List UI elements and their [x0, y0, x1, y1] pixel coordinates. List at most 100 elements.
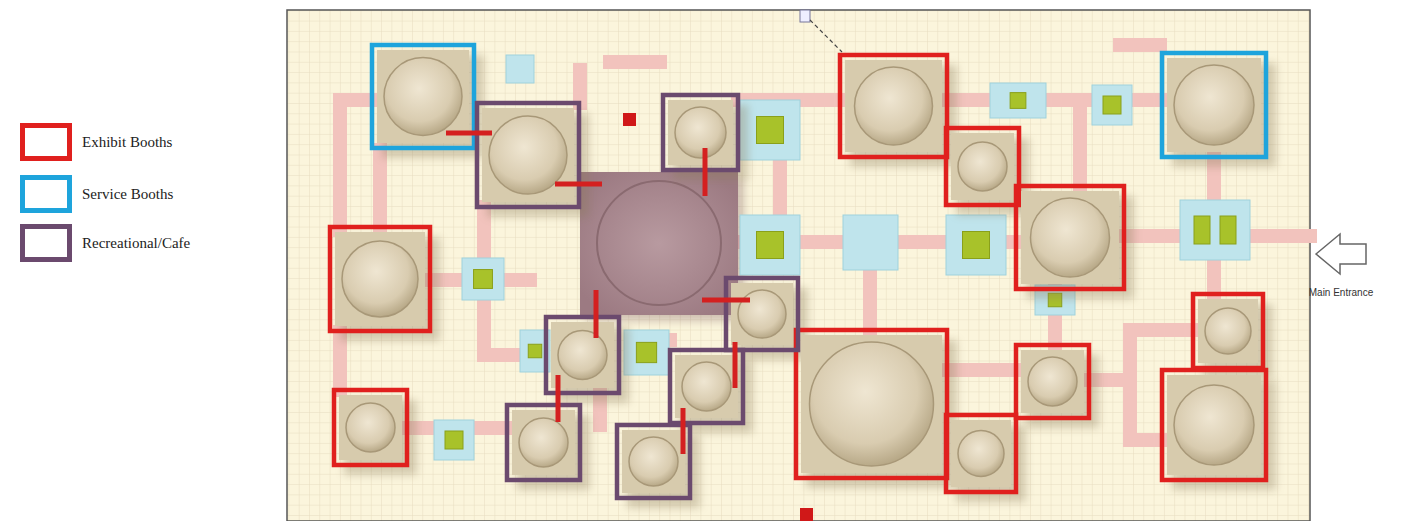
booth-outline [796, 330, 947, 478]
walkway [333, 100, 347, 230]
booth-dome [738, 290, 786, 338]
booth-outline [663, 95, 738, 170]
booth-dome [1031, 198, 1110, 277]
booth-outline [1016, 186, 1124, 289]
booth-base [1167, 58, 1261, 152]
booth-base [845, 60, 942, 152]
legend-text: Recreational/Cafe [82, 235, 190, 252]
booth-outline [1162, 370, 1266, 480]
leader [810, 20, 842, 52]
service-kiosk [624, 330, 669, 375]
service-kiosk [462, 258, 504, 300]
entrance-label: Main Entrance [1309, 287, 1373, 298]
central-plaza [580, 172, 738, 315]
floor [287, 10, 1310, 521]
service-kiosk [740, 100, 800, 160]
booth-dome [958, 431, 1004, 477]
booth-dome [810, 342, 934, 466]
kiosk-counter [963, 232, 990, 259]
door-bar [594, 290, 599, 338]
door-bar [446, 131, 492, 136]
booth-base [1021, 191, 1119, 284]
service-kiosk [1092, 85, 1132, 125]
kiosk-counter [1010, 93, 1026, 109]
service-kiosk [843, 215, 898, 270]
service-kiosk [1180, 200, 1250, 260]
legend-swatch [20, 175, 72, 213]
walkway [1130, 323, 1193, 337]
door-bar [681, 408, 686, 454]
booth-dome [1205, 308, 1251, 354]
walkway [1073, 100, 1087, 186]
kiosk-counter [528, 344, 542, 358]
booth-dome [682, 362, 731, 411]
walkway [373, 150, 387, 228]
booth-dome [958, 142, 1007, 191]
booth-outline [507, 405, 580, 480]
booth-base [339, 395, 402, 460]
kiosk-counter [474, 270, 493, 289]
booth-dome [342, 241, 418, 317]
service-kiosk [990, 83, 1046, 118]
booth-base [1198, 299, 1258, 363]
booth-base [335, 232, 425, 326]
walkway [898, 235, 946, 249]
service-kiosk [434, 420, 474, 460]
booth-outline [946, 415, 1016, 492]
walkway [474, 421, 507, 435]
door-bar [555, 182, 602, 187]
booth-base [731, 283, 793, 345]
booth-dome [629, 437, 678, 486]
booth-outline [334, 390, 407, 465]
booth-outline [1016, 345, 1089, 418]
kiosk-counter [445, 431, 463, 449]
booth-dome [346, 403, 395, 452]
service-kiosk [740, 215, 800, 275]
door-bar [702, 298, 750, 303]
floor-border [287, 10, 1310, 521]
kiosk-counter [1103, 96, 1121, 114]
booth-dome [558, 331, 607, 380]
marker [623, 113, 636, 126]
booth-outline [726, 278, 798, 350]
booth-base [377, 50, 469, 143]
service-kiosk [506, 55, 534, 83]
booth-dome [1174, 65, 1254, 145]
floor-grid [287, 10, 1310, 521]
kiosk-counter [1194, 216, 1210, 244]
walkway [573, 70, 587, 103]
booth-dome [1174, 385, 1254, 465]
kiosk-counter [636, 342, 656, 362]
door-bar [703, 148, 708, 196]
entrance-arrow [1316, 234, 1366, 274]
booth-outline [946, 128, 1019, 205]
legend-text: Exhibit Booths [82, 134, 172, 151]
legend-text: Service Booths [82, 186, 173, 203]
booth-outline [840, 55, 947, 157]
marker [800, 10, 810, 22]
booth-dome [1028, 357, 1077, 406]
booth-base [951, 133, 1014, 200]
kiosk-counter [757, 232, 784, 259]
walkway [1132, 93, 1162, 107]
legend-swatch [20, 123, 72, 161]
booth-base [512, 410, 575, 475]
walkway [947, 363, 1016, 377]
door-bar [556, 375, 561, 422]
booth-base [801, 335, 942, 473]
booth-base [1021, 350, 1084, 413]
walkway [1207, 260, 1221, 294]
booth-dome [519, 418, 568, 467]
walkway [504, 273, 530, 287]
booth-outline [1162, 53, 1266, 157]
booth-outline [477, 103, 579, 207]
booth-outline [330, 227, 430, 331]
walkway [484, 300, 520, 355]
booth-outline [617, 425, 690, 498]
plaza-dome [597, 181, 721, 305]
booth-outline [1193, 294, 1263, 368]
walkway [610, 55, 660, 69]
kiosk-counter [757, 117, 784, 144]
door-bar [733, 342, 738, 388]
